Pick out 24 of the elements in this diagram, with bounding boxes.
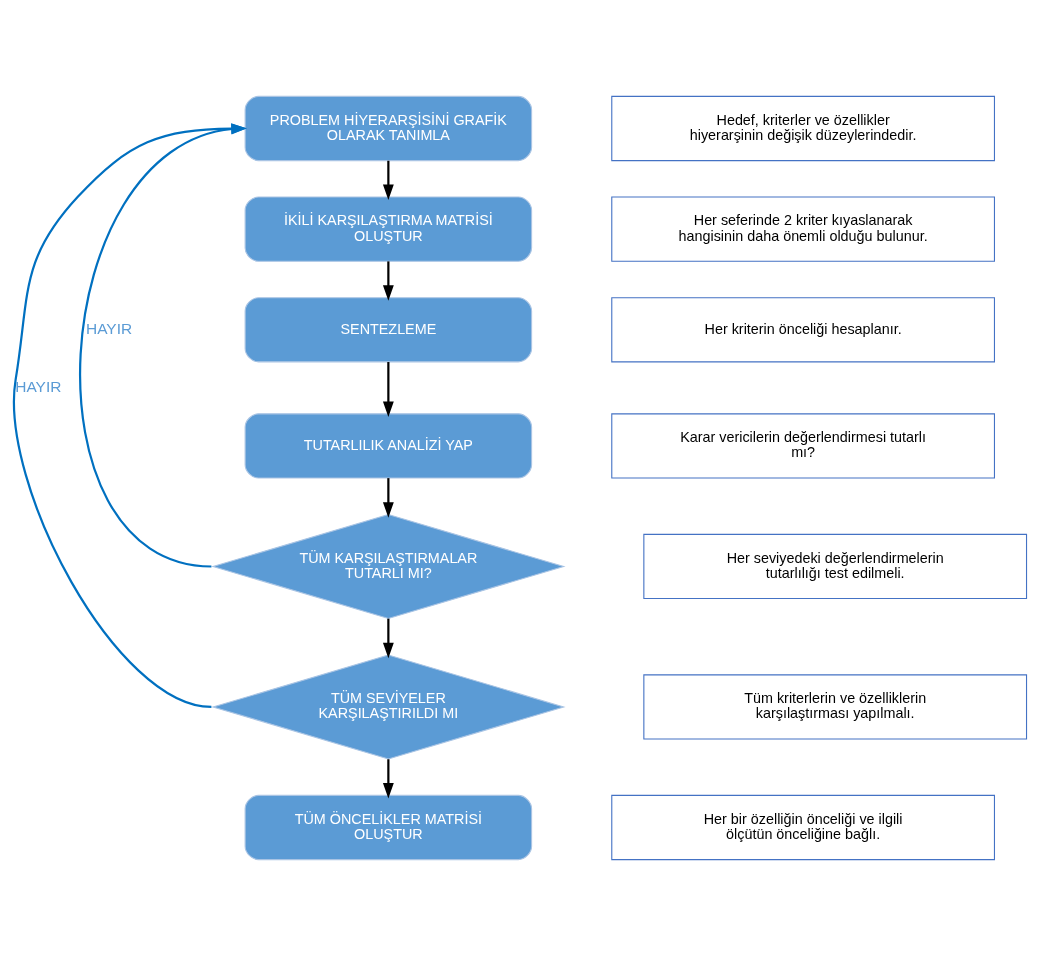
arrow <box>382 478 394 518</box>
edge-label: HAYIR <box>85 319 132 337</box>
arrow <box>382 759 394 799</box>
arrow <box>382 261 394 301</box>
node-box: Hedef, kriterler ve özellikler hiyerarşinin değişik düzeylerindedir. <box>610 95 995 162</box>
arrow <box>382 618 394 659</box>
node-box: Her kriterin önceliği hesaplanır. <box>610 297 995 363</box>
arrow <box>12 123 247 709</box>
node-box: SENTEZLEME <box>244 297 532 363</box>
node-diamond: TÜM KARŞILAŞTIRMALAR TUTARLI MI? <box>210 513 566 620</box>
edge-label: HAYIR <box>14 377 61 395</box>
node-box: Her seviyedeki değerlendirmelerin tutarlılığı test edilmeli. <box>642 533 1027 600</box>
node-box: TÜM ÖNCELİKLER MATRİSİ OLUŞTUR <box>244 794 532 861</box>
node-box: Her bir özelliğin önceliği ve ilgili ölçütün önceliğine bağlı. <box>610 794 995 861</box>
node-box: Karar vericilerin değerlendirmesi tutarlı mı? <box>610 413 995 479</box>
arrow <box>382 160 394 201</box>
node-box: Tüm kriterlerin ve özelliklerin karşılaştırması yapılmalı. <box>642 674 1027 740</box>
node-box: İKİLİ KARŞILAŞTIRMA MATRİSİ OLUŞTUR <box>244 196 532 262</box>
node-diamond: TÜM SEVİYELER KARŞILAŞTIRILDI MI <box>210 654 566 760</box>
node-box: PROBLEM HİYERARŞİSİNİ GRAFİK OLARAK TANIMLA <box>244 95 532 162</box>
node-box: TUTARLILIK ANALİZİ YAP <box>244 413 532 479</box>
node-box: Her seferinde 2 kriter kıyaslanarak hangisinin daha önemli olduğu bulunur. <box>610 196 995 262</box>
arrow <box>382 362 394 418</box>
arrow <box>79 123 247 568</box>
